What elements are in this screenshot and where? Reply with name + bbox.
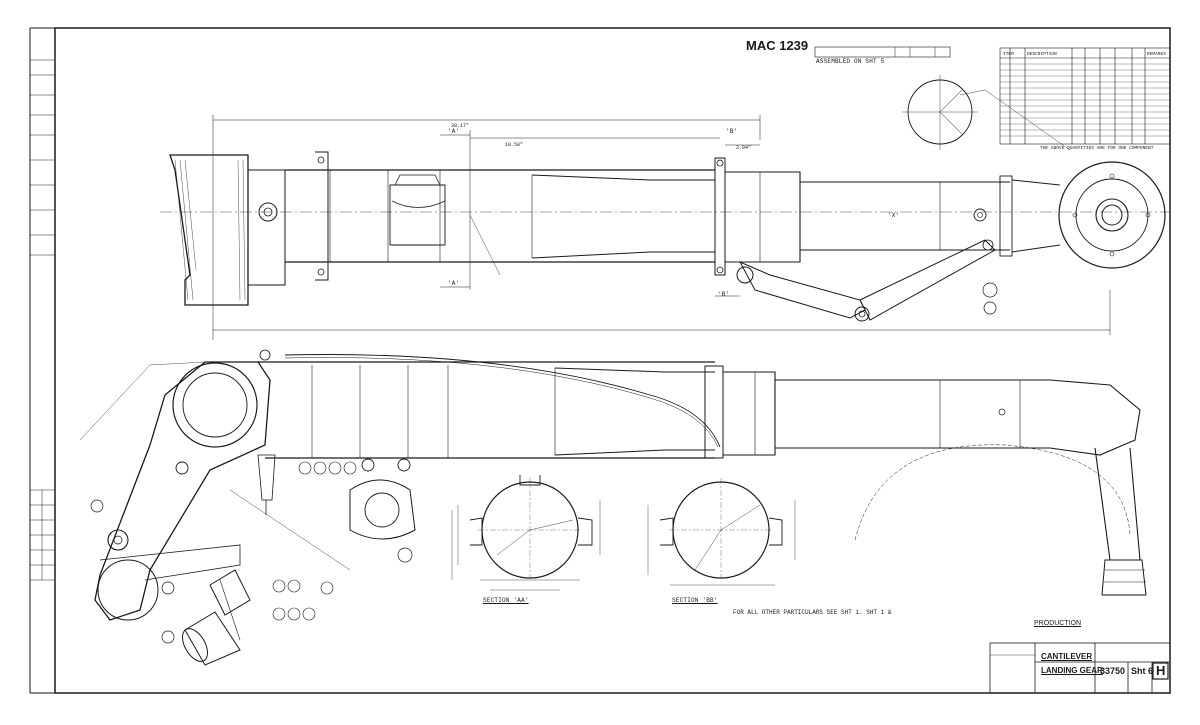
section-bb-view (647, 478, 796, 586)
revision-letter-box (1152, 662, 1169, 680)
dimension-small: 2.94" (736, 145, 752, 151)
svg-text:REMARKS: REMARKS (1147, 51, 1166, 57)
production-label: PRODUCTION (1034, 620, 1082, 627)
assembled-note: ASSEMBLED ON SHT 5 (816, 58, 885, 65)
parts-list-table (999, 47, 1171, 145)
particulars-note: FOR ALL OTHER PARTICULARS SEE SHT 1. SHT… (733, 609, 892, 616)
dimension-overall: 38.17" (451, 123, 470, 129)
part-number: 33750 (1100, 666, 1126, 676)
section-marker-b-top: 'B' (726, 128, 738, 135)
section-marker-b-bottom: 'B' (718, 291, 730, 298)
section-marker-a-bottom: 'A' (448, 280, 460, 287)
svg-text:THE ABOVE QUANTITIES ARE FOR O: THE ABOVE QUANTITIES ARE FOR ONE COMPONE… (1040, 145, 1154, 151)
bolt-detail-view (161, 569, 251, 666)
title-block (989, 642, 1171, 694)
header-revision-block (814, 46, 951, 58)
title-line-1: CANTILEVER (1041, 652, 1093, 661)
section-bb-label: SECTION 'BB' (672, 597, 718, 604)
drawing-number: MAC 1239 (746, 38, 809, 53)
dimension-sub: 18.50" (505, 142, 524, 148)
title-line-2: LANDING GEAR (1041, 666, 1103, 675)
revision-letter: H (1156, 663, 1166, 678)
section-aa-label: SECTION 'AA' (483, 597, 529, 604)
section-marker-a-top: 'A' (448, 128, 460, 135)
lower-strut-view (79, 349, 1147, 621)
sheet-border (54, 27, 1171, 694)
svg-text:DESCRIPTION: DESCRIPTION (1027, 51, 1057, 57)
upper-strut-view (160, 115, 1170, 340)
section-aa-view (451, 475, 601, 591)
hole-detail-view (902, 75, 1071, 151)
view-marker-x: 'X' (888, 212, 900, 219)
sheet-number: Sht 6 (1131, 666, 1154, 676)
svg-text:ITEM: ITEM (1003, 51, 1014, 57)
